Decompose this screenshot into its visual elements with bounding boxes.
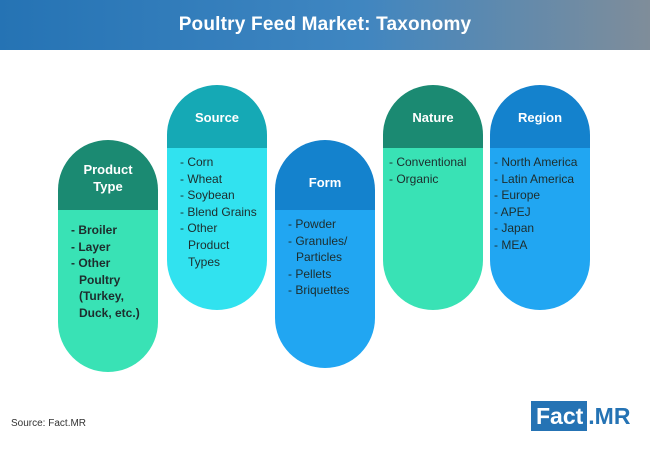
column-header: Source: [167, 85, 267, 148]
column-title: Form: [308, 174, 342, 190]
column-header: Region: [490, 85, 590, 148]
list-item: Granules/ Particles: [288, 233, 354, 266]
taxonomy-column-source: Source Corn Wheat Soybean Blend Grains O…: [167, 85, 267, 310]
list-item: Soybean: [180, 187, 263, 204]
column-header: Nature: [383, 85, 483, 148]
column-body: North America Latin America Europe APEJ …: [490, 148, 590, 310]
list-item: North America: [494, 154, 586, 171]
list-item: Broiler: [71, 222, 154, 239]
list-item: Europe: [494, 187, 586, 204]
column-body: Powder Granules/ Particles Pellets Briqu…: [275, 210, 375, 368]
column-title: Region: [517, 110, 563, 125]
list-item: Briquettes: [288, 282, 371, 299]
taxonomy-column-form: Form Powder Granules/ Particles Pellets …: [275, 140, 375, 368]
list-item: Blend Grains: [180, 204, 263, 221]
list-item: Other Product Types: [180, 220, 262, 270]
list-item: APEJ: [494, 204, 586, 221]
factmr-logo: Fact .MR: [531, 401, 643, 431]
list-item: Conventional: [389, 154, 479, 171]
list-item: Organic: [389, 171, 479, 188]
list-item: Pellets: [288, 266, 371, 283]
page-title: Poultry Feed Market: Taxonomy: [178, 14, 472, 35]
list-item: Powder: [288, 216, 371, 233]
taxonomy-column-nature: Nature Conventional Organic: [383, 85, 483, 310]
list-item: Latin America: [494, 171, 586, 188]
taxonomy-column-product-type: Product Type Broiler Layer Other Poultry…: [58, 140, 158, 372]
list-item: Wheat: [180, 171, 263, 188]
logo-text-fact: Fact: [531, 401, 588, 431]
list-item: Corn: [180, 154, 263, 171]
list-item: Other Poultry (Turkey, Duck, etc.): [71, 255, 145, 321]
source-note: Source: Fact.MR: [11, 418, 87, 429]
header-banner: Poultry Feed Market: Taxonomy: [0, 0, 650, 50]
logo-text-mr: .MR: [588, 402, 631, 429]
taxonomy-column-region: Region North America Latin America Europ…: [490, 85, 590, 310]
list-item: MEA: [494, 237, 586, 254]
list-item: Japan: [494, 220, 586, 237]
column-body: Corn Wheat Soybean Blend Grains Other Pr…: [167, 148, 267, 310]
column-body: Broiler Layer Other Poultry (Turkey, Duc…: [58, 210, 158, 372]
column-title: Product Type: [83, 162, 133, 194]
column-title: Source: [194, 110, 240, 125]
column-title: Nature: [412, 110, 454, 125]
column-header: Product Type: [58, 140, 158, 210]
column-body: Conventional Organic: [383, 148, 483, 310]
list-item: Layer: [71, 239, 154, 256]
column-header: Form: [275, 140, 375, 210]
